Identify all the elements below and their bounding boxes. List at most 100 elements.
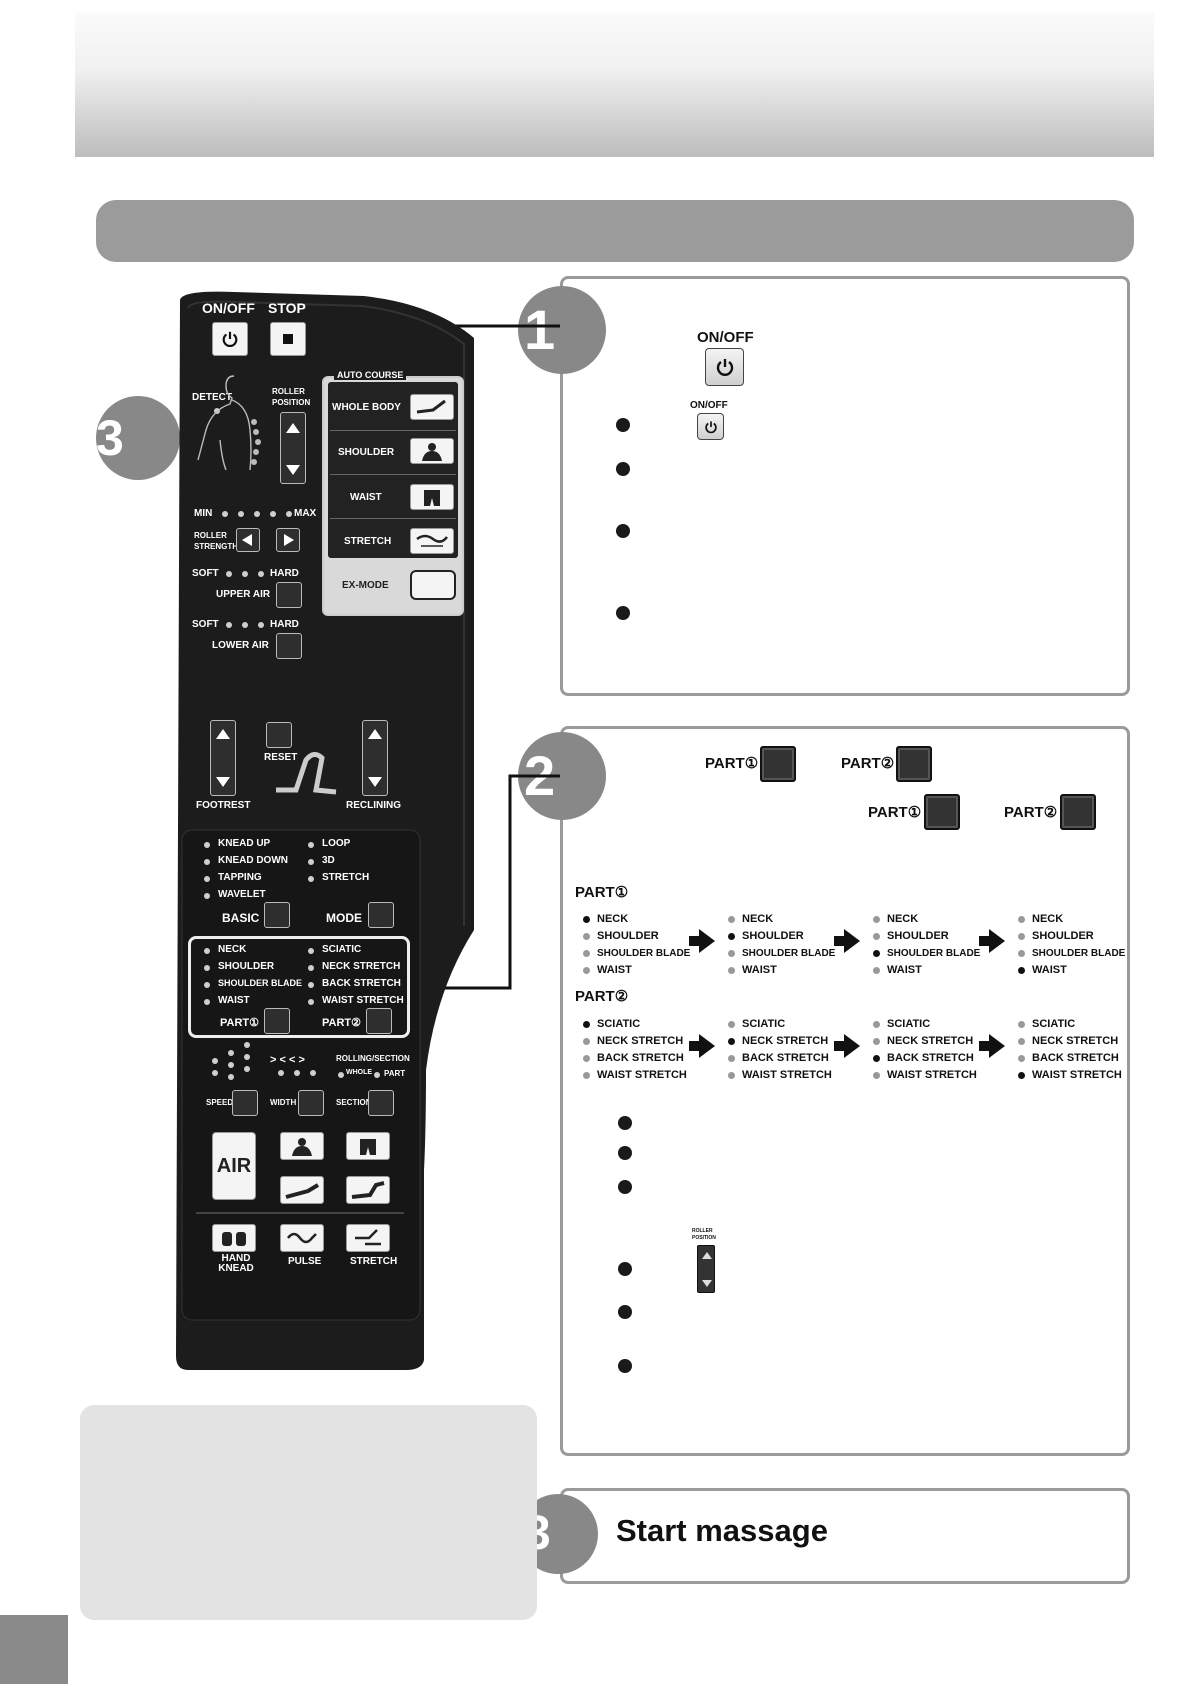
- remote-stop-button[interactable]: [270, 322, 306, 356]
- arrow-right-icon: [284, 534, 294, 546]
- callout-3-circle: 3: [96, 396, 180, 480]
- sequence-item: BACK STRETCH: [597, 1052, 684, 1064]
- sequence-item: SCIATIC: [742, 1018, 786, 1030]
- indicator-dot: [308, 965, 314, 971]
- air-level-dot: [242, 622, 248, 628]
- upper-air-button[interactable]: [276, 582, 302, 608]
- inactive-indicator: [728, 1055, 735, 1062]
- sequence-item: NECK STRETCH: [1032, 1035, 1119, 1047]
- upper-soft-label: SOFT: [192, 568, 219, 579]
- strength-level-dot: [254, 511, 260, 517]
- strength-level-dot: [222, 511, 228, 517]
- air-button-label: AIR: [216, 1154, 252, 1177]
- roller-strength-up-button[interactable]: [276, 528, 300, 552]
- active-indicator: [583, 1021, 590, 1028]
- width-symbols: > < < >: [270, 1054, 305, 1066]
- waist-button[interactable]: [410, 484, 454, 510]
- min-label: MIN: [194, 508, 213, 519]
- inactive-indicator: [1018, 1055, 1025, 1062]
- reclining-button[interactable]: [362, 720, 388, 796]
- bullet: [618, 1262, 632, 1276]
- sequence-arrow-icon: [979, 929, 1005, 953]
- inactive-indicator: [873, 916, 880, 923]
- mode-button[interactable]: [368, 902, 394, 928]
- arrow-down-icon: [286, 465, 300, 475]
- inactive-indicator: [728, 916, 735, 923]
- part1-button[interactable]: [760, 746, 796, 782]
- upper-body-button[interactable]: [280, 1132, 324, 1160]
- inactive-indicator: [583, 967, 590, 974]
- rolling-section-label: ROLLING/SECTION: [336, 1054, 410, 1063]
- bullet: [618, 1180, 632, 1194]
- waist-icon: [360, 1139, 376, 1155]
- remote-part2-button[interactable]: [366, 1008, 392, 1034]
- remote-list-item: SHOULDER BLADE: [218, 978, 303, 988]
- sequence-item: SHOULDER BLADE: [597, 948, 691, 959]
- remote-onoff-button[interactable]: [212, 322, 248, 356]
- whole-body-button[interactable]: [410, 394, 454, 420]
- speed-level-dot: [228, 1074, 234, 1080]
- hand-knead-button[interactable]: [212, 1224, 256, 1252]
- ex-mode-button[interactable]: [410, 570, 456, 600]
- sequence-arrow-icon: [689, 1034, 715, 1058]
- air-button[interactable]: AIR: [212, 1132, 256, 1200]
- onoff-button-small[interactable]: [697, 413, 724, 440]
- pulse-button[interactable]: [280, 1224, 324, 1252]
- upper-hard-label: HARD: [270, 568, 299, 579]
- pulse-label: PULSE: [288, 1256, 322, 1267]
- roller-strength-down-button[interactable]: [236, 528, 260, 552]
- bullet: [618, 1116, 632, 1130]
- remote-list-item: STRETCH: [322, 872, 370, 883]
- shoulder-button[interactable]: [410, 438, 454, 464]
- inactive-indicator: [583, 1055, 590, 1062]
- section-banner: [96, 200, 1134, 262]
- remote-list-item: SCIATIC: [322, 944, 362, 955]
- sequence-item: NECK: [887, 913, 919, 925]
- arrow-down-icon: [368, 777, 382, 787]
- sequence-item: BACK STRETCH: [1032, 1052, 1119, 1064]
- remote-list-item: KNEAD UP: [218, 838, 271, 849]
- strength-level-dot: [286, 511, 292, 517]
- whole-label: WHOLE: [346, 1069, 373, 1076]
- arrow-down-icon: [216, 777, 230, 787]
- indicator-dot: [308, 948, 314, 954]
- part2-button-b[interactable]: [1060, 794, 1096, 830]
- foot-button[interactable]: [346, 1176, 390, 1204]
- sequence-item: WAIST: [887, 964, 922, 976]
- recline-body-icon: [416, 399, 446, 414]
- sequence-item: WAIST: [742, 964, 777, 976]
- sequence-item: SHOULDER: [887, 930, 949, 942]
- stretch-button[interactable]: [346, 1224, 390, 1252]
- arrow-up-icon: [368, 729, 382, 739]
- basic-button[interactable]: [264, 902, 290, 928]
- section-button[interactable]: [368, 1090, 394, 1116]
- shoulder-label: SHOULDER: [338, 447, 395, 458]
- indicator-dot: [204, 842, 210, 848]
- stretch-label: STRETCH: [344, 536, 392, 547]
- roller-strength-label: ROLLER STRENGTH: [194, 531, 238, 551]
- lower-air-button[interactable]: [276, 633, 302, 659]
- waist-area-button[interactable]: [346, 1132, 390, 1160]
- sequence-item: SCIATIC: [597, 1018, 641, 1030]
- inactive-indicator: [873, 1072, 880, 1079]
- arrow-up-icon: [702, 1252, 712, 1259]
- roller-position-button-small[interactable]: [697, 1245, 715, 1293]
- indicator-dot: [308, 842, 314, 848]
- footrest-button[interactable]: [210, 720, 236, 796]
- speed-button[interactable]: [232, 1090, 258, 1116]
- step1-box: [560, 276, 1130, 696]
- remote-part1-button[interactable]: [264, 1008, 290, 1034]
- ex-mode-label: EX-MODE: [342, 580, 389, 591]
- leg-button[interactable]: [280, 1176, 324, 1204]
- part1-button-b[interactable]: [924, 794, 960, 830]
- arrow-up-icon: [286, 423, 300, 433]
- lower-hard-label: HARD: [270, 619, 299, 630]
- part2-button[interactable]: [896, 746, 932, 782]
- onoff-button-large[interactable]: [705, 348, 744, 386]
- width-button[interactable]: [298, 1090, 324, 1116]
- reset-button[interactable]: [266, 722, 292, 748]
- stretch-course-button[interactable]: [410, 528, 454, 554]
- active-indicator: [873, 950, 880, 957]
- sequence-arrow-icon: [979, 1034, 1005, 1058]
- roller-position-button[interactable]: [280, 412, 306, 484]
